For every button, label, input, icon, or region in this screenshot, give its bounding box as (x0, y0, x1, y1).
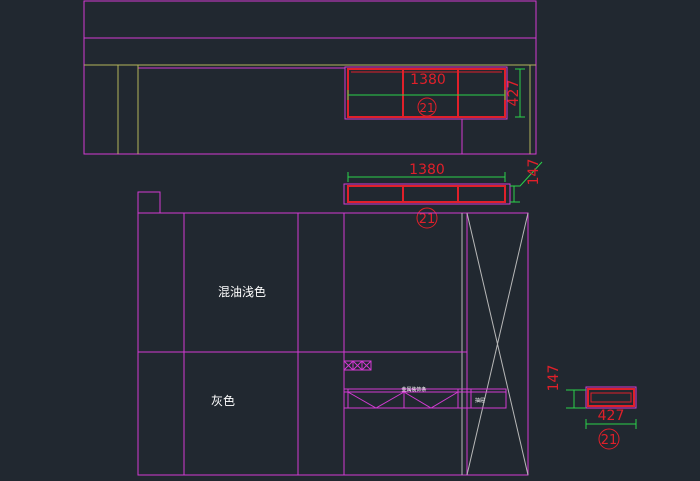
elev-dim-width: 1380 (409, 162, 445, 178)
elevation-cabinet-detail (343, 161, 543, 229)
wall-small-box (137, 191, 161, 214)
plan-tag-circle (417, 97, 437, 117)
label-lower-finish: 灰色 (211, 394, 235, 408)
vent-box-3 (361, 360, 372, 371)
section-red (587, 388, 635, 407)
elev-vdim-leader (510, 161, 543, 187)
door-diag-2 (466, 212, 529, 476)
section-dim-width: 427 (598, 408, 625, 424)
side-section (566, 386, 637, 450)
label-drawer: 抽屉 (475, 397, 485, 404)
section-tag-number: 21 (601, 433, 618, 448)
label-upper-finish: 混油浅色 (218, 285, 266, 299)
elev-cabinet-outer (343, 183, 511, 205)
plan-tag-number: 21 (419, 101, 434, 115)
elev-cabinet (347, 185, 506, 203)
wall-elevation (137, 191, 529, 476)
plan-dim-height: 427 (506, 80, 522, 107)
section-inner (590, 392, 632, 403)
plan-outline (83, 0, 537, 155)
plan-dim-width: 1380 (410, 72, 446, 88)
section-tag-circle (598, 428, 620, 450)
lower-cabinet (343, 388, 507, 409)
section-vdim (566, 389, 575, 409)
section-outer (585, 386, 637, 409)
section-dim-height: 147 (546, 365, 562, 392)
drawer-v-1 (347, 391, 405, 409)
vent-x-1b (343, 360, 354, 371)
elev-tag-number: 21 (419, 212, 436, 227)
drawer-v-2 (403, 391, 459, 409)
top-plan-view (83, 0, 537, 155)
vent-x-3b (361, 360, 372, 371)
label-trim-strip: 金属装饰条 (401, 386, 426, 393)
elev-dim-height: 147 (526, 159, 542, 186)
vent-x-2b (352, 360, 363, 371)
plan-cabinet-outer (344, 66, 508, 120)
wall-outline (137, 212, 529, 476)
elev-tag-circle (416, 207, 438, 229)
